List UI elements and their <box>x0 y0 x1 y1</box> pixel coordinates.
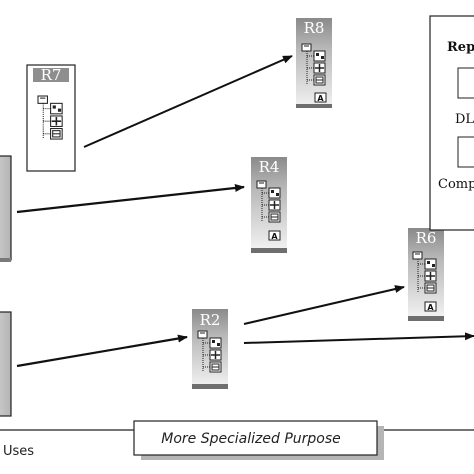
legend-box: Rep DLN Compi <box>429 15 474 231</box>
module-r8-label: R8 <box>304 19 325 37</box>
module-r7: R7 <box>26 64 76 172</box>
legend-item-1: DLN <box>455 112 474 127</box>
module-r2-label: R2 <box>200 311 221 329</box>
tile-a-icon <box>268 230 281 241</box>
tile-a-icon <box>314 92 327 103</box>
purpose-bar: More Specialized Purpose Uses <box>0 420 474 460</box>
legend-item-2: Compi <box>438 177 474 192</box>
module-r7-label: R7 <box>41 66 62 84</box>
arrow-left-to-r2 <box>16 334 188 368</box>
left-panel-upper <box>0 155 12 262</box>
svg-text:A: A <box>317 94 324 103</box>
legend-title: Rep <box>447 40 474 55</box>
module-r2: R2 <box>192 309 228 389</box>
purpose-bar-label: More Specialized Purpose <box>161 431 341 447</box>
svg-text:A: A <box>271 232 278 241</box>
module-r4-label: R4 <box>259 158 280 176</box>
svg-text:A: A <box>427 303 434 312</box>
module-r6: R6 A <box>408 228 444 321</box>
module-r8: R8 A <box>296 18 332 108</box>
arrow-r2-to-right <box>243 332 474 344</box>
module-r6-label: R6 <box>416 229 437 247</box>
arrow-left-to-r4 <box>16 184 245 214</box>
left-panel-lower <box>0 311 12 417</box>
module-r4: R4 A <box>251 157 287 253</box>
arrow-r7-to-r8 <box>83 55 293 148</box>
tile-a-icon <box>424 301 437 312</box>
arrow-r2-to-r6 <box>243 285 405 325</box>
uses-label: Uses <box>3 444 34 459</box>
